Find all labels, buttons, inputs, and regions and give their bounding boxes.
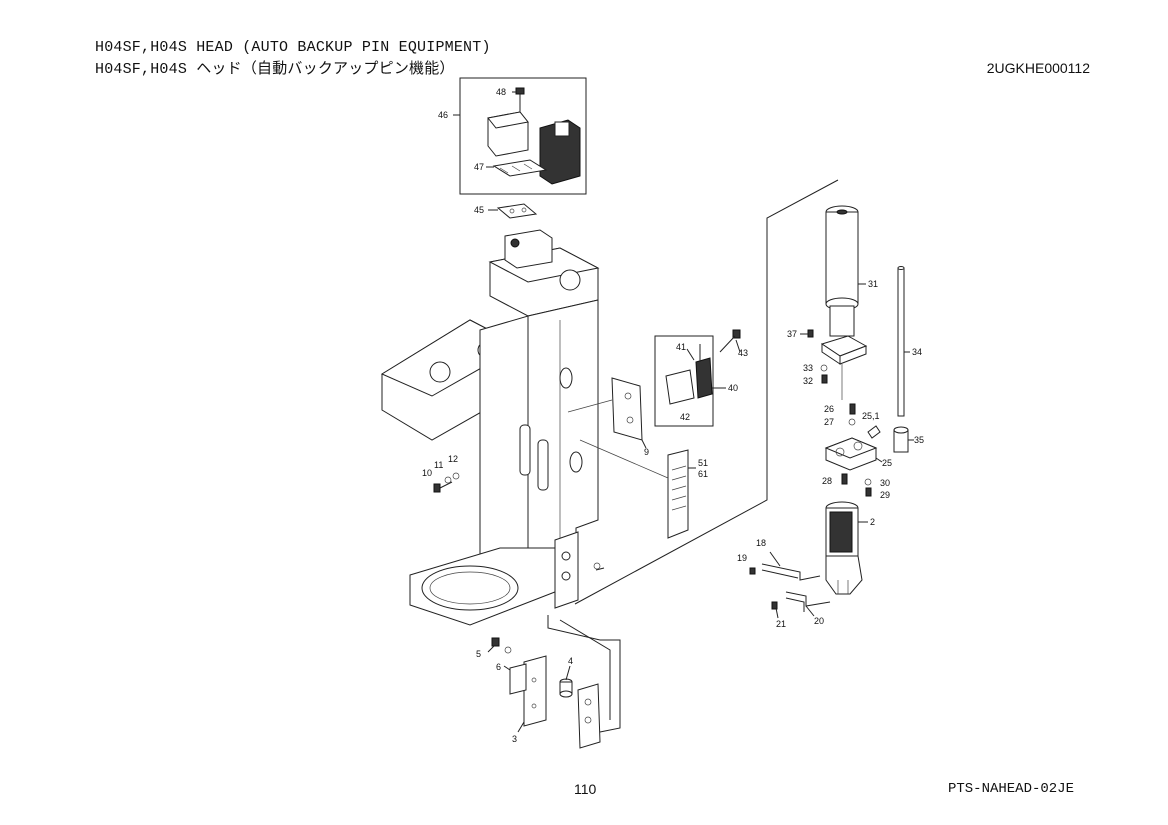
callout-45: 45	[474, 205, 484, 215]
small-hardware	[807, 329, 881, 497]
bracket-18	[749, 563, 821, 581]
cylinder-31	[820, 205, 868, 400]
callout-2: 2	[870, 517, 875, 527]
callout-34: 34	[912, 347, 922, 357]
title-japanese: H04SF,H04S ヘッド（自動バックアップピン機能）	[95, 61, 455, 78]
callout-5: 5	[476, 649, 481, 659]
collar-35	[893, 426, 909, 453]
callout-19: 19	[737, 553, 747, 563]
callout-32: 32	[803, 376, 813, 386]
callout-28: 28	[822, 476, 832, 486]
callout-47: 47	[474, 162, 484, 172]
callout-29: 29	[880, 490, 890, 500]
callout-30: 30	[880, 478, 890, 488]
callout-43: 43	[738, 348, 748, 358]
rod-34	[897, 266, 905, 417]
callout-41: 41	[676, 342, 686, 352]
callout-11: 11	[434, 460, 443, 470]
callout-25: 25	[882, 458, 892, 468]
title-english: H04SF,H04S HEAD (AUTO BACKUP PIN EQUIPME…	[95, 39, 491, 56]
head-frame	[380, 229, 605, 626]
callout-21: 21	[776, 619, 786, 629]
callout-3: 3	[512, 734, 517, 744]
side-plate	[577, 683, 601, 749]
callout-numbers: 48 46 47 45 41 43 40 42 9 51 61 10 11 12…	[422, 87, 924, 744]
callout-26: 26	[824, 404, 834, 414]
spacer-4	[559, 678, 573, 698]
callout-20: 20	[814, 616, 824, 626]
catalog-code: PTS-NAHEAD-02JE	[947, 781, 1074, 797]
bracket-20	[771, 591, 831, 612]
callout-leaders	[486, 91, 914, 733]
bracket-25	[824, 437, 878, 471]
rotary-unit-2	[825, 501, 863, 595]
callout-37: 37	[787, 329, 797, 339]
callout-51: 51	[698, 458, 708, 468]
callout-27: 27	[824, 417, 834, 427]
callout-31: 31	[868, 279, 878, 289]
callout-25-1: 25,1	[862, 411, 880, 421]
sensor-inset-40	[654, 329, 741, 427]
label-51-61	[579, 439, 689, 539]
screw-set-10-12	[433, 472, 460, 493]
callout-46: 46	[438, 110, 448, 120]
callout-18: 18	[756, 538, 766, 548]
callout-6: 6	[496, 662, 501, 672]
callout-10: 10	[422, 468, 432, 478]
callout-33: 33	[803, 363, 813, 373]
assembly-leader-lines	[547, 179, 839, 733]
solenoid-valve-inset	[453, 77, 587, 195]
callout-40: 40	[728, 383, 738, 393]
callout-12: 12	[448, 454, 458, 464]
callout-61: 61	[698, 469, 708, 479]
plate-45	[488, 203, 538, 219]
callout-48: 48	[496, 87, 506, 97]
page-number: 110	[574, 781, 597, 797]
callout-42: 42	[680, 412, 690, 422]
callout-4: 4	[568, 656, 573, 666]
callout-35: 35	[914, 435, 924, 445]
lower-bracket-3	[491, 637, 547, 727]
document-code: 2UGKHE000112	[986, 60, 1090, 76]
callout-9: 9	[644, 447, 649, 457]
